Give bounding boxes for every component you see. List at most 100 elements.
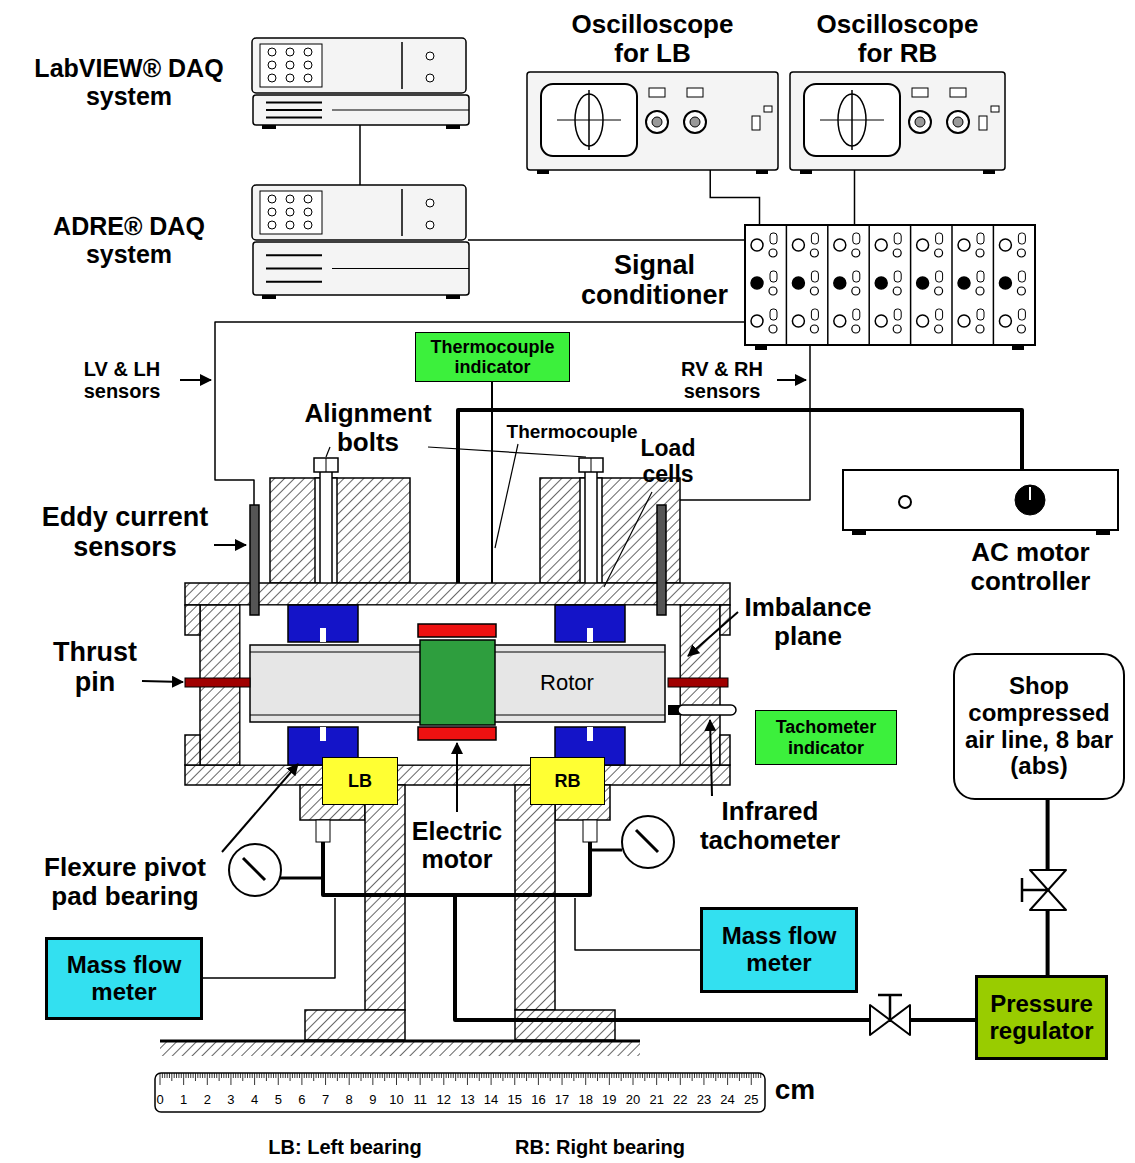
ruler-tick [320, 1073, 321, 1078]
daq-button [304, 61, 312, 69]
conditioner-switch [853, 309, 860, 320]
bolt-head-line [591, 458, 592, 472]
ruler-tick [275, 1073, 276, 1078]
device-foot [446, 125, 460, 129]
scope-switch [687, 88, 703, 97]
ruler-tick [228, 1073, 229, 1078]
conditioner-jack [976, 325, 984, 333]
ruler-tick [332, 1073, 333, 1078]
conditioner-jack [1017, 249, 1025, 257]
pressure-gauge [229, 844, 281, 896]
ruler-tick [178, 1073, 179, 1078]
ruler-tick [308, 1073, 309, 1078]
ruler-tick [713, 1073, 714, 1078]
ruler-tick [287, 1073, 288, 1078]
ruler-number: 6 [298, 1093, 305, 1108]
daq-system: LabVIEW® DAQ system [252, 38, 468, 125]
leader-arrow [456, 743, 458, 812]
ruler-tick [531, 1073, 532, 1078]
ruler-tick [706, 1073, 707, 1078]
conditioner-jack [999, 239, 1011, 251]
ruler-tick [571, 1073, 572, 1078]
leader-line [604, 492, 652, 587]
controller-lamp [899, 496, 911, 508]
conditioner-switch [770, 233, 777, 244]
ruler-tick [656, 1073, 657, 1085]
ruler-tick [498, 1073, 499, 1078]
device-label: Signal conditioner [572, 250, 737, 310]
ruler-tick [597, 1073, 598, 1081]
conditioner-switch [1018, 271, 1025, 282]
conditioner-switch [770, 309, 777, 320]
scope-knob-cap [953, 117, 963, 127]
daq-button [268, 195, 276, 203]
ruler-tick [240, 1073, 241, 1078]
daq-button [286, 208, 294, 216]
ruler-tick [699, 1073, 700, 1078]
ruler-tick [327, 1073, 328, 1078]
daq-button [268, 48, 276, 56]
ruler-tick [595, 1073, 596, 1078]
ruler-tick [670, 1073, 671, 1078]
ruler-number: 23 [697, 1093, 711, 1108]
ruler-tick [732, 1073, 733, 1078]
motor-power-cable [458, 410, 1022, 583]
scope-case [527, 72, 778, 170]
ruler-number: 0 [156, 1093, 163, 1108]
ruler-tick [325, 1073, 326, 1085]
conditioner-switch [853, 271, 860, 282]
conditioner-jack [917, 277, 929, 289]
ruler-tick [538, 1073, 539, 1085]
device-label: LabVIEW® DAQ system [14, 54, 244, 110]
ruler-tick [391, 1073, 392, 1078]
motor-stator [418, 727, 496, 740]
oscilloscope: Oscilloscope for RB [790, 72, 1005, 170]
ruler-tick [602, 1073, 603, 1078]
ruler-tick [701, 1073, 702, 1078]
meter-lead [575, 898, 700, 950]
box-text: Pressure regulator [980, 991, 1103, 1045]
ruler-tick [514, 1073, 515, 1085]
ruler-tick [285, 1073, 286, 1078]
ruler-tick [708, 1073, 709, 1078]
housing-wall [185, 583, 730, 605]
conditioner-jack [893, 287, 901, 295]
ground [160, 1042, 640, 1056]
ruler-tick [481, 1073, 482, 1078]
conditioner-divider [910, 225, 912, 345]
signal-label: LV & LH sensors [67, 358, 177, 403]
ruler-tick [417, 1073, 418, 1078]
ruler-tick [557, 1073, 558, 1078]
rotor-band [495, 715, 665, 716]
conditioner-switch [894, 309, 901, 320]
ruler-tick [330, 1073, 331, 1078]
device-foot [262, 125, 276, 129]
ruler-tick [476, 1073, 477, 1078]
ruler-tick [278, 1073, 279, 1085]
ruler-tick [625, 1073, 626, 1078]
device-foot [800, 170, 812, 174]
drawer-slot [266, 117, 322, 119]
flange [185, 605, 200, 635]
conditioner-divider [868, 225, 870, 345]
conditioner-jack [893, 249, 901, 257]
conditioner-jack [976, 249, 984, 257]
device-label: Oscilloscope for LB [565, 10, 740, 68]
ruler-tick [505, 1073, 506, 1078]
ruler-tick [753, 1073, 754, 1078]
button-panel [260, 191, 322, 234]
ruler-tick [375, 1073, 376, 1078]
ruler-tick [363, 1073, 364, 1078]
bolt-head [314, 458, 338, 472]
scope-knob [684, 111, 706, 133]
knob-pointer [1029, 487, 1031, 500]
ruler-tick [588, 1073, 589, 1078]
ruler-tick [493, 1073, 494, 1078]
ruler-number: 14 [484, 1093, 498, 1108]
ruler-tick [562, 1073, 563, 1085]
ruler-tick [297, 1073, 298, 1078]
signal-conditioner: Signal conditioner [745, 225, 1035, 345]
ruler-tick [337, 1073, 338, 1081]
scope-switch [991, 106, 999, 112]
ruler-tick [760, 1073, 761, 1078]
